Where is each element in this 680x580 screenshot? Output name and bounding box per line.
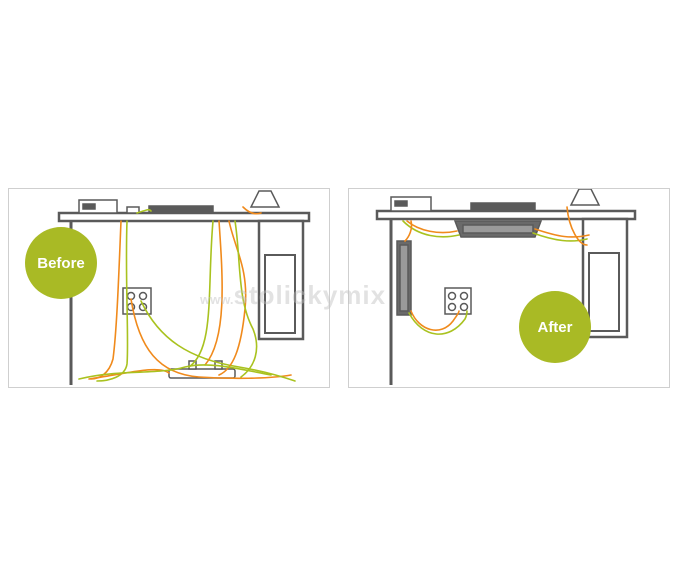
cable-channel: [396, 240, 412, 316]
before-panel: Before: [8, 188, 330, 388]
cable-tray: [453, 220, 543, 238]
after-label: After: [537, 318, 573, 336]
before-label: Before: [37, 254, 85, 272]
watermark: www.stolickymix: [200, 280, 386, 311]
keyboard: [148, 205, 214, 214]
after-panel: After: [348, 188, 670, 388]
watermark-prefix: www.: [200, 292, 234, 307]
keyboard: [470, 202, 536, 212]
before-desk-illustration: [57, 190, 311, 385]
tangled-cables: [78, 206, 296, 382]
wall-socket: [444, 287, 472, 315]
organized-cables: [402, 206, 590, 335]
lamp-icon: [249, 190, 281, 208]
lamp-icon: [569, 189, 601, 206]
after-desk-illustration: [375, 189, 637, 385]
watermark-text: stolickymix: [233, 280, 387, 310]
after-badge: After: [519, 291, 591, 363]
before-badge: Before: [25, 227, 97, 299]
